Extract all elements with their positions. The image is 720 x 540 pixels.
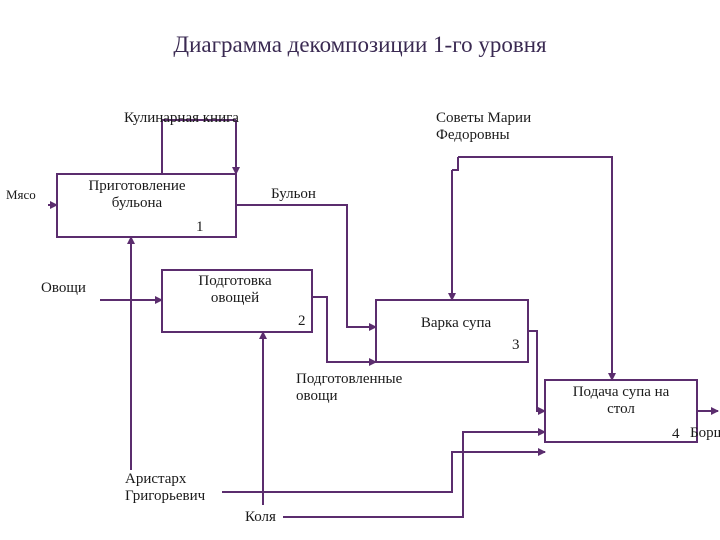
output-borscht-label: Борщ [690, 425, 720, 441]
aristarkh-to-4 [222, 448, 546, 493]
kolya-to-4 [283, 428, 546, 518]
block-4-number: 4 [672, 426, 680, 442]
soup-arrow [528, 330, 546, 415]
prepared-vegetables-arrow [312, 296, 377, 366]
input-vegetables-label: Овощи [41, 280, 86, 296]
block-4-label: Подача супа на стол [572, 384, 670, 417]
advice-arrow-4 [458, 156, 616, 381]
broth-arrow [236, 204, 377, 331]
page-title: Диаграмма декомпозиции 1-го уровня [173, 32, 547, 57]
prepared-vegetables-label: Подготовленные овощи [296, 371, 403, 404]
block-3-number: 3 [512, 337, 520, 353]
block-2-label: Подготовка овощей [198, 273, 272, 306]
block-1-number: 1 [196, 219, 204, 235]
block-3-label: Варка супа [420, 315, 492, 331]
block-1-label: Приготовление бульона [88, 178, 186, 211]
mechanism-aristarkh-label: Аристарх Григорьевич [125, 471, 206, 504]
control-cookbook-label: Кулинарная книга [124, 110, 239, 126]
broth-label: Бульон [271, 186, 316, 202]
mechanism-kolya-label: Коля [245, 509, 276, 525]
advice-link [452, 157, 459, 171]
input-meat-label: Мясо [6, 187, 36, 202]
control-advice-label: Советы Марии Федоровны [436, 110, 532, 143]
block-2-number: 2 [298, 313, 306, 329]
